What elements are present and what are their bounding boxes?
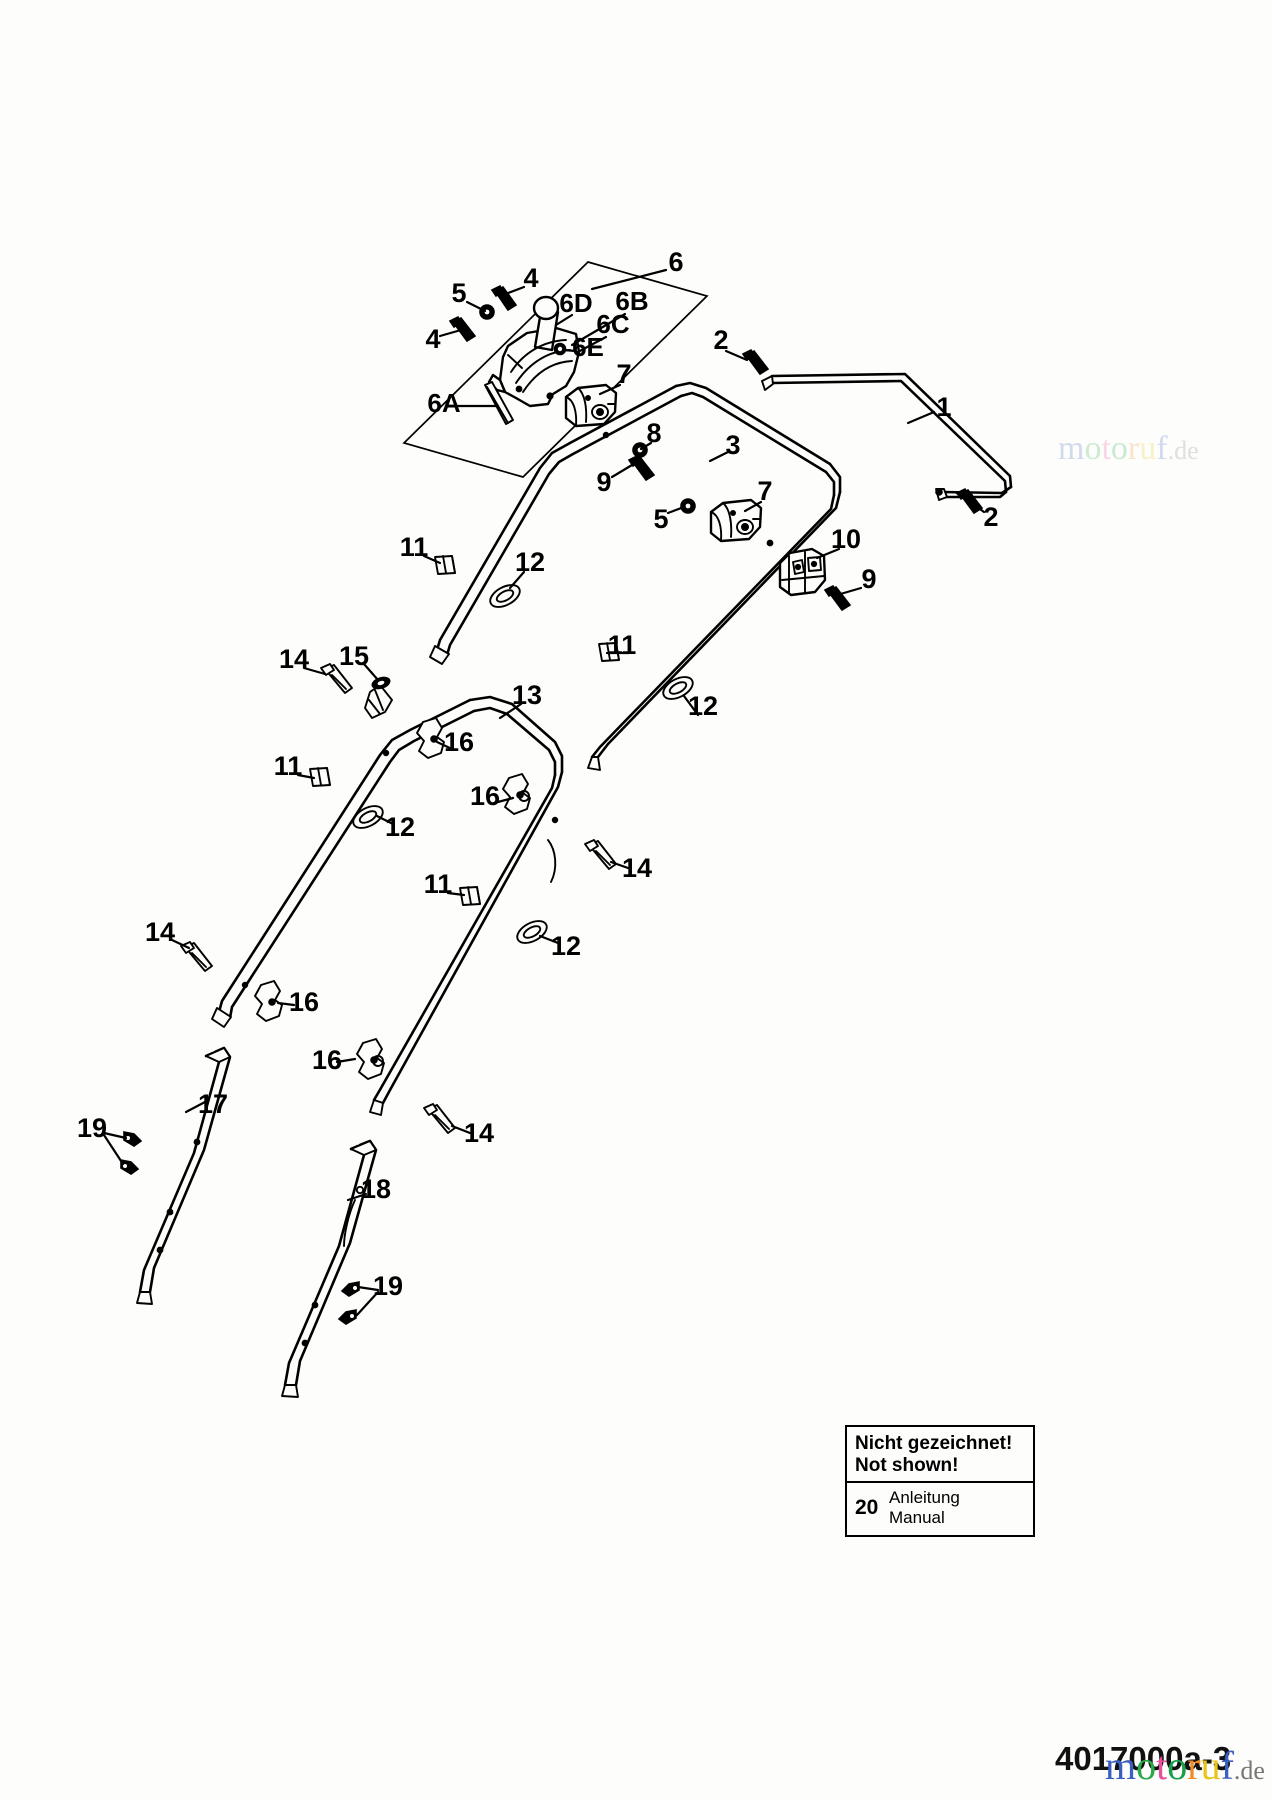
not-shown-legend: Nicht gezeichnet! Not shown! 20 Anleitun… xyxy=(845,1425,1035,1537)
callout-12: 12 xyxy=(515,547,545,577)
part-12-a xyxy=(489,584,521,608)
callout-5: 5 xyxy=(653,504,668,534)
part-6-control-lever xyxy=(484,295,581,425)
part-11-c xyxy=(309,767,331,787)
callout-17: 17 xyxy=(198,1089,228,1119)
part-12-grommets xyxy=(352,584,694,944)
callout-6a: 6A xyxy=(427,388,460,418)
part-9-bolt-lower xyxy=(823,584,852,612)
part-16-a xyxy=(416,717,445,759)
callout-16: 16 xyxy=(444,727,474,757)
part-14-c xyxy=(180,941,213,972)
part-7-clamp-upper xyxy=(564,383,618,428)
callout-11: 11 xyxy=(608,630,637,660)
callout-14: 14 xyxy=(464,1118,494,1148)
part-19-screws-right xyxy=(337,1281,360,1325)
legend-heading: Nicht gezeichnet! Not shown! xyxy=(847,1427,1033,1481)
legend-divider xyxy=(847,1481,1033,1483)
part-16-d xyxy=(356,1038,385,1080)
callout-4: 4 xyxy=(523,263,538,293)
part-11-a xyxy=(434,555,456,575)
part-14-bolts xyxy=(180,663,617,1134)
callout-11: 11 xyxy=(274,751,303,781)
callout-6c: 6C xyxy=(596,309,629,339)
callout-4: 4 xyxy=(425,324,440,354)
callout-12: 12 xyxy=(385,812,415,842)
callout-11: 11 xyxy=(400,532,429,562)
callout-11: 11 xyxy=(424,869,453,899)
callout-8: 8 xyxy=(646,418,661,448)
part-16-c xyxy=(254,980,283,1022)
part-17-lower-handle-left xyxy=(136,1046,232,1305)
leader-lines xyxy=(102,268,986,1317)
part-15-cable-guide xyxy=(364,676,393,719)
callout-14: 14 xyxy=(622,853,652,883)
part-1-control-rod xyxy=(761,372,1013,501)
part-3-upper-handle xyxy=(429,381,842,771)
legend-row-label-de: Anleitung xyxy=(889,1488,960,1507)
legend-row-20: 20 Anleitung Manual xyxy=(847,1483,1033,1535)
callout-14: 14 xyxy=(145,917,175,947)
callout-10: 10 xyxy=(831,524,861,554)
part-18-lower-handle-right xyxy=(281,1139,378,1398)
legend-line-de: Nicht gezeichnet! xyxy=(855,1433,1013,1454)
callout-12: 12 xyxy=(551,931,581,961)
callout-6d: 6D xyxy=(559,288,592,318)
callout-9: 9 xyxy=(861,564,876,594)
part-5-nut-lower xyxy=(680,498,696,514)
part-13-middle-handle xyxy=(211,695,564,1116)
group-6-boundary xyxy=(402,261,709,478)
callout-6b: 6B xyxy=(615,286,648,316)
callout-2: 2 xyxy=(713,325,728,355)
callout-19: 19 xyxy=(373,1271,403,1301)
part-9-bolt-upper xyxy=(627,454,656,482)
callout-16: 16 xyxy=(312,1045,342,1075)
legend-row-labels: Anleitung Manual xyxy=(889,1488,960,1528)
part-14-a xyxy=(320,663,353,694)
part-8-washer xyxy=(632,442,648,458)
callout-15: 15 xyxy=(339,641,369,671)
part-14-b xyxy=(584,839,617,870)
drawing-number: 4017000a-3 xyxy=(1055,1740,1232,1777)
callout-7: 7 xyxy=(757,476,772,506)
callout-3: 3 xyxy=(725,430,740,460)
callout-14: 14 xyxy=(279,644,309,674)
callout-12: 12 xyxy=(688,691,718,721)
callout-9: 9 xyxy=(596,467,611,497)
part-19-screws-left xyxy=(120,1131,143,1175)
callout-16: 16 xyxy=(289,987,319,1017)
legend-row-label-en: Manual xyxy=(889,1508,945,1527)
part-11-bushings xyxy=(309,555,620,906)
callout-6: 6 xyxy=(668,247,683,277)
callout-13: 13 xyxy=(512,680,542,710)
part-10-switch-bracket xyxy=(778,547,827,597)
callout-1: 1 xyxy=(936,392,951,422)
part-12-c xyxy=(352,805,384,829)
callout-19: 19 xyxy=(77,1113,107,1143)
callout-18: 18 xyxy=(361,1174,391,1204)
legend-row-number: 20 xyxy=(855,1496,879,1519)
part-16-b xyxy=(502,773,531,815)
part-4-screws xyxy=(448,284,518,343)
callout-6e: 6E xyxy=(572,332,604,362)
part-14-d xyxy=(423,1103,456,1134)
part-5-nut-upper xyxy=(479,304,495,320)
callout-2: 2 xyxy=(983,502,998,532)
part-12-b xyxy=(662,676,694,700)
callout-16: 16 xyxy=(470,781,500,811)
legend-line-en: Not shown! xyxy=(855,1455,959,1476)
part-12-d xyxy=(516,920,548,944)
callout-5: 5 xyxy=(451,278,466,308)
callout-7: 7 xyxy=(616,359,631,389)
part-11-d xyxy=(459,886,481,906)
part-16-wing-knobs xyxy=(254,717,531,1080)
